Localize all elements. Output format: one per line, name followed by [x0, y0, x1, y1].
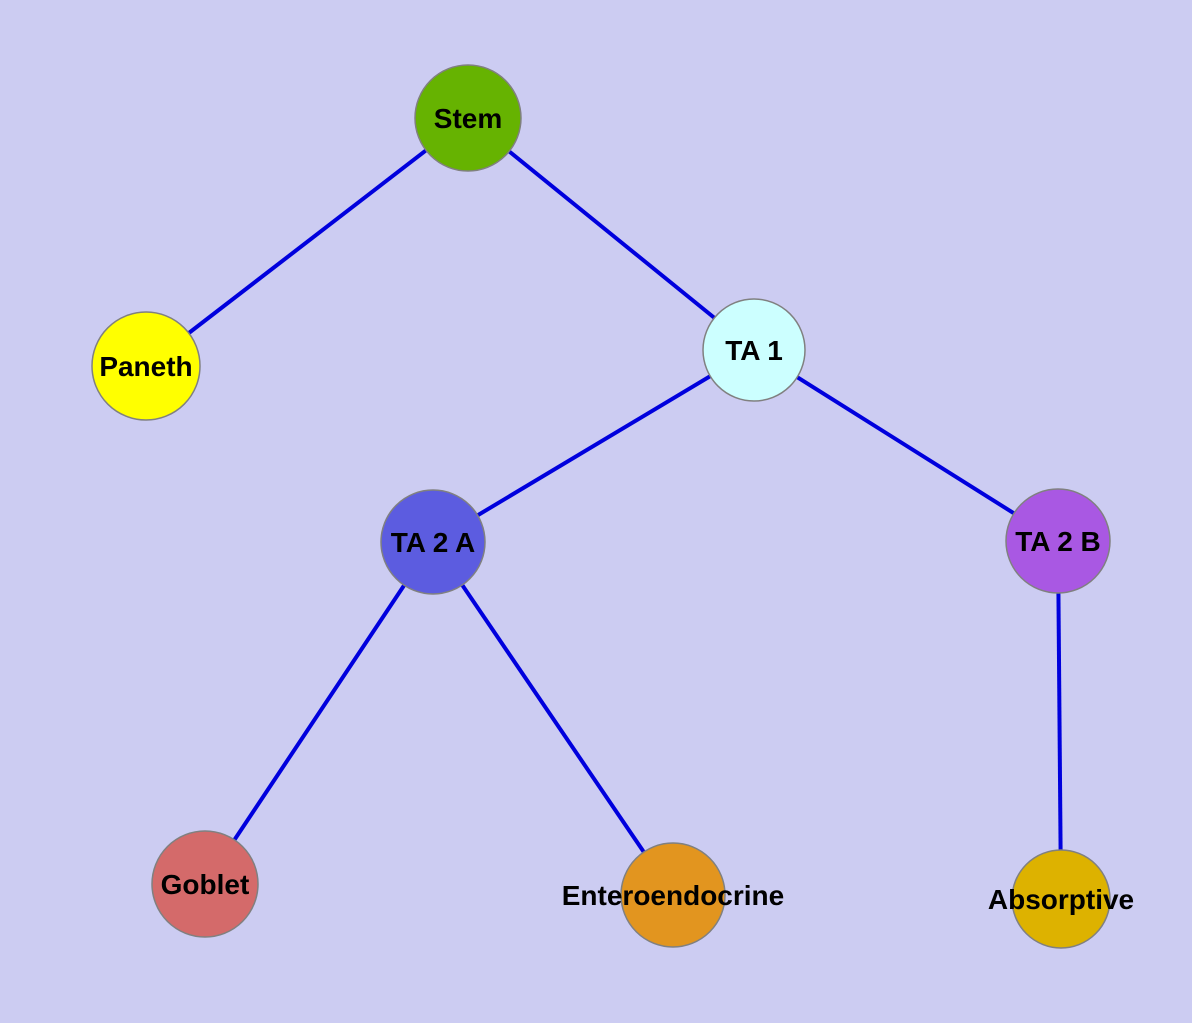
- node-ta2b[interactable]: TA 2 B: [1005, 488, 1111, 594]
- paneth-node-circle[interactable]: [91, 311, 201, 421]
- edge-ta2a-enteroendocrine: [431, 540, 675, 897]
- edge-ta2a-goblet: [203, 540, 435, 886]
- node-goblet[interactable]: Goblet: [151, 830, 259, 938]
- node-ta2a[interactable]: TA 2 A: [380, 489, 486, 595]
- node-stem[interactable]: Stem: [414, 64, 522, 172]
- ta1-node-circle[interactable]: [702, 298, 806, 402]
- goblet-node-circle[interactable]: [151, 830, 259, 938]
- ta2a-node-circle[interactable]: [380, 489, 486, 595]
- edge-stem-ta1: [466, 116, 756, 352]
- edge-stem-paneth: [144, 116, 470, 368]
- edge-ta1-ta2a: [431, 348, 756, 544]
- absorptive-node-circle[interactable]: [1011, 849, 1111, 949]
- edge-layer: [144, 116, 1063, 900]
- node-paneth[interactable]: Paneth: [91, 311, 201, 421]
- edge-ta2b-absorptive: [1056, 540, 1063, 900]
- enteroendocrine-node-circle[interactable]: [620, 842, 726, 948]
- stem-node-circle[interactable]: [414, 64, 522, 172]
- ta2b-node-circle[interactable]: [1005, 488, 1111, 594]
- edge-ta1-ta2b: [752, 348, 1060, 543]
- node-ta1[interactable]: TA 1: [702, 298, 806, 402]
